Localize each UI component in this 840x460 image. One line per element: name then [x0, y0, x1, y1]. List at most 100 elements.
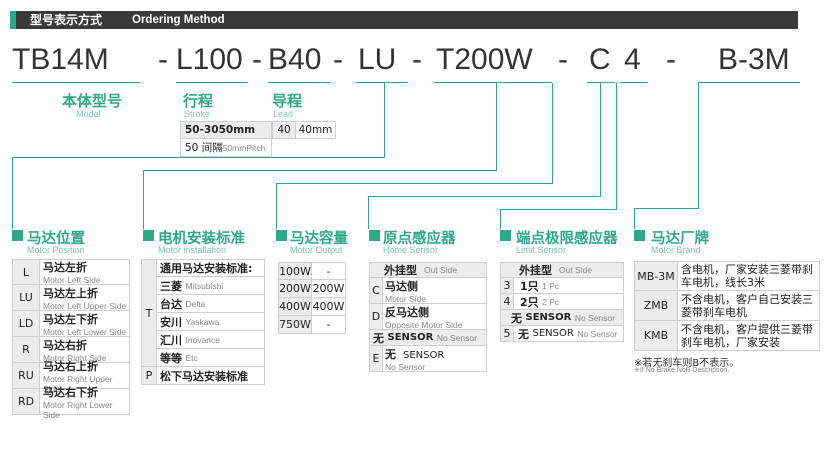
code-dash-3: -: [333, 43, 343, 76]
conn-brand-h: [634, 208, 699, 209]
conn-install-v2: [143, 170, 144, 229]
limit-head-cn: 外挂型: [519, 264, 552, 277]
code-lead: B40: [268, 43, 322, 76]
model-label-en: Model: [76, 109, 101, 119]
position-en: Motor Right Lower Side: [43, 399, 113, 420]
position-title-en: Motor Position: [27, 245, 85, 255]
install-en: Etc: [185, 352, 198, 363]
stroke-step-en: 50mmPitch: [222, 142, 266, 153]
position-cn: 马达左上折: [43, 286, 98, 300]
limit-head-en: Out Side: [559, 265, 593, 275]
limit-en: 2 Pc: [542, 296, 560, 307]
output-square-icon: [276, 230, 287, 241]
position-cn: 马达左下折: [43, 312, 98, 326]
conn-install-v1: [496, 83, 497, 171]
home-title-cn: 原点感应器: [383, 231, 456, 247]
install-row: 安川 Yaskawa: [157, 313, 265, 331]
install-cn: 等等: [160, 351, 182, 365]
conn-install-h: [143, 170, 497, 171]
output-a: 400W: [278, 298, 312, 316]
conn-output-h: [276, 183, 553, 184]
position-code: R: [12, 337, 40, 363]
output-b: -: [312, 262, 346, 280]
limit-5-cn: 无: [518, 327, 529, 341]
brand-desc: 不含电机，客户提供三菱带刹车电机，厂家安装: [678, 321, 820, 351]
limit-title-en: Limit Sensor: [516, 245, 567, 255]
conn-position-h: [12, 157, 385, 158]
home-code: C: [369, 278, 383, 304]
conn-limit-v2: [500, 209, 501, 229]
home-none-en2: No Sensor: [436, 332, 477, 343]
install-p-text: 松下马达安装标准: [157, 367, 265, 385]
install-head: 通用马达安装标准:: [157, 259, 265, 277]
header-title-cn: 型号表示方式: [30, 13, 103, 27]
brand-note-cn: ※若无刹车则B不表示。: [634, 358, 740, 369]
limit-square-icon: [500, 230, 511, 241]
brand-square-icon: [634, 230, 645, 241]
position-en: Motor Right Side: [43, 352, 107, 363]
stroke-range: 50-3050mm: [180, 121, 272, 139]
limit-none-en: SENSOR: [525, 312, 572, 323]
home-title-en: Home Sensor: [383, 245, 439, 255]
output-b: 200W: [312, 280, 346, 298]
output-b: 400W: [312, 298, 346, 316]
lead-label-cn: 导程: [272, 92, 303, 110]
conn-home-h: [368, 196, 601, 197]
home-none-en: SENSOR: [387, 332, 434, 343]
position-en: Motor Left Lower Side: [43, 326, 127, 337]
conn-output-v1: [552, 83, 553, 184]
underline-home: [587, 82, 615, 83]
install-en: Yaskawa: [185, 316, 220, 327]
underline-limit: [620, 82, 648, 83]
lead-code: 40: [272, 121, 296, 139]
install-row: 等等 Etc: [157, 349, 265, 367]
lead-label-en: Lead: [273, 109, 294, 119]
code-dash-1: -: [158, 43, 168, 76]
home-e-cn: 无: [385, 347, 396, 361]
install-row: 三菱 Mitsubishi: [157, 277, 265, 295]
brand-code: ZMB: [634, 291, 678, 321]
install-title-cn: 电机安装标准: [158, 231, 245, 247]
home-cn: 反马达侧: [385, 305, 429, 319]
lead-value: 40mm: [296, 121, 336, 139]
install-en: Delta: [185, 298, 206, 309]
install-code-p: P: [141, 367, 157, 385]
stroke-step-cn: 50 间隔: [185, 142, 223, 154]
limit-5-en: SENSOR: [532, 328, 574, 339]
position-code: LU: [12, 285, 40, 311]
conn-home-v1: [600, 83, 601, 197]
conn-position-v1: [384, 83, 385, 158]
output-a: 100W: [278, 262, 312, 280]
underline-brand: [698, 82, 800, 83]
code-dash-5: -: [558, 43, 568, 76]
limit-cn: 1只: [520, 279, 539, 293]
position-cn: 马达右折: [43, 338, 87, 352]
limit-none-en2: No Sensor: [574, 312, 615, 323]
underline-stroke: [176, 82, 248, 83]
code-home: C: [589, 43, 611, 76]
conn-brand-v1: [698, 83, 699, 209]
limit-cn: 2只: [520, 295, 539, 309]
lead-table: 40 40mm: [272, 121, 336, 139]
position-code: RD: [12, 389, 40, 415]
output-a: 200W: [278, 280, 312, 298]
output-b: -: [312, 316, 346, 334]
home-en: Opposite Motor Side: [385, 319, 463, 330]
position-en: Motor Left Upper Side: [43, 300, 127, 311]
limit-code: 3: [500, 278, 514, 294]
home-none-cn: 无: [373, 331, 384, 345]
position-code: LD: [12, 311, 40, 337]
position-cn: 马达右上折: [43, 359, 98, 373]
underline-lead: [268, 82, 330, 83]
conn-limit-h: [500, 209, 617, 210]
underline-position: [356, 82, 408, 83]
position-cn: 马达左折: [43, 261, 87, 274]
